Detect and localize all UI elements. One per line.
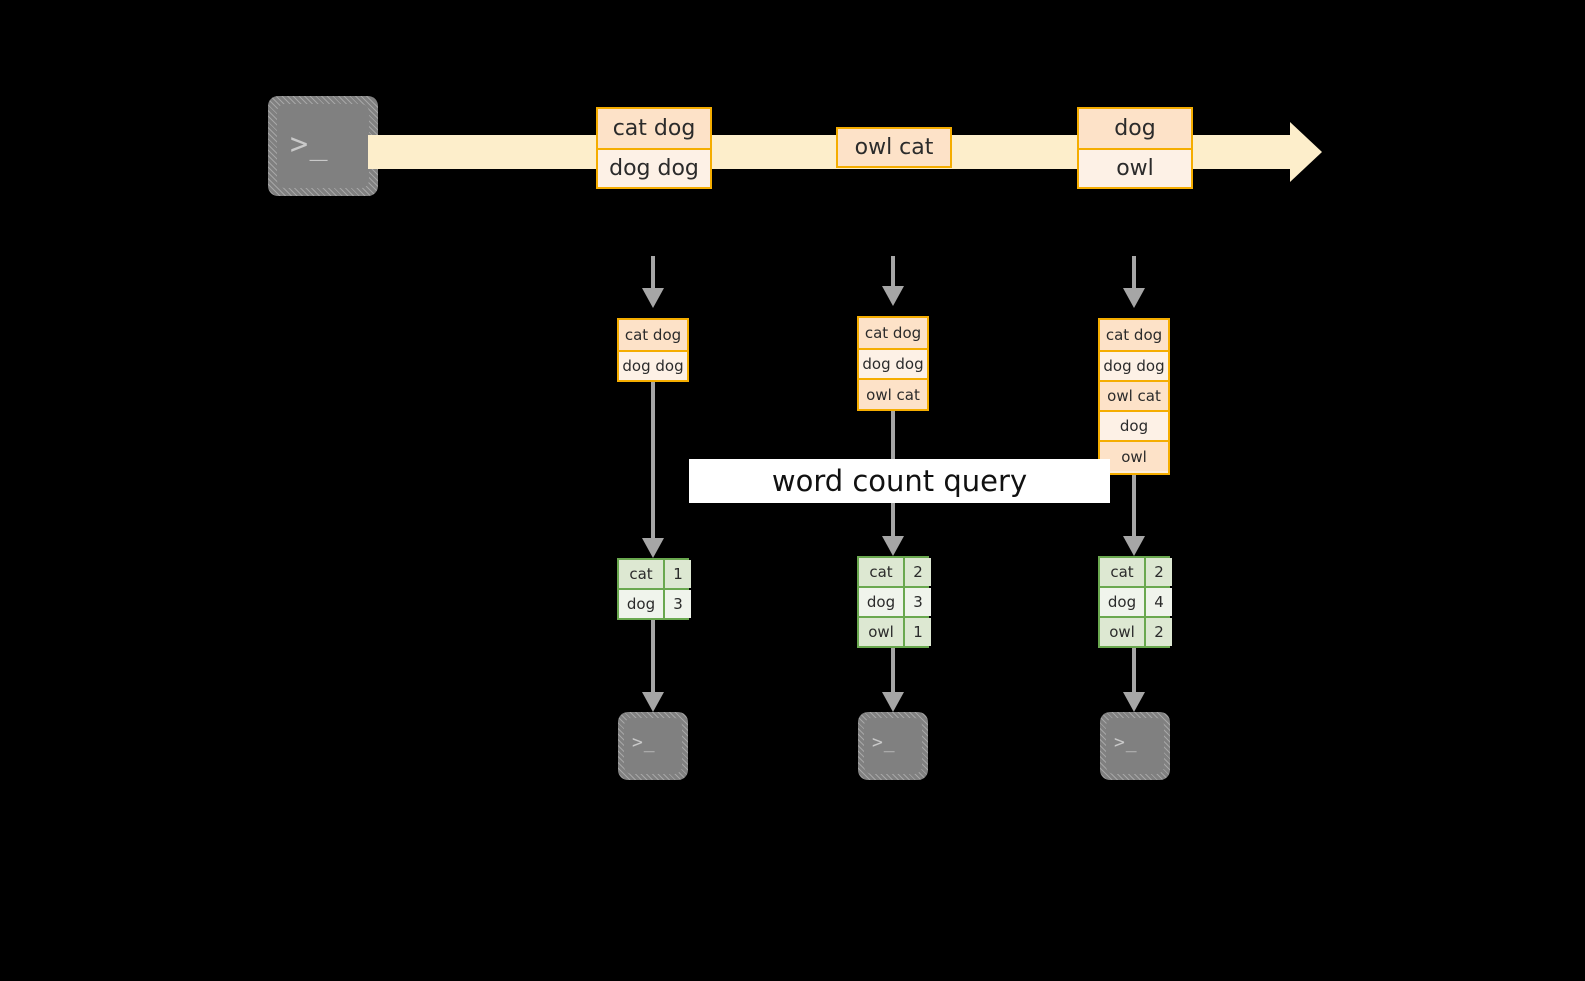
snapshot-3-sink-terminal-icon[interactable]: >_ <box>1100 712 1170 780</box>
snapshot-3-query-arrowhead <box>1123 536 1145 556</box>
snapshot-3-query-line <box>1132 475 1136 538</box>
table-row: owl 1 <box>859 616 931 646</box>
snapshot-3-record-3: owl cat <box>1100 380 1168 410</box>
snapshot-3-sink-terminal-screen <box>1106 718 1164 774</box>
table-row: dog 3 <box>619 588 691 618</box>
snapshot-1-records[interactable]: cat dog dog dog <box>617 318 689 382</box>
snapshot-3-count-key-3: owl <box>1100 618 1144 646</box>
snapshot-1-sink-arrowhead <box>642 692 664 712</box>
snapshot-1-counts[interactable]: cat 1 dog 3 <box>617 558 691 620</box>
source-terminal-prompt-glyph: >_ <box>290 127 330 162</box>
snapshot-2-counts[interactable]: cat 2 dog 3 owl 1 <box>857 556 931 648</box>
stream-event-1-line-2: dog dog <box>598 148 710 187</box>
snapshot-2-records[interactable]: cat dog dog dog owl cat <box>857 316 929 411</box>
snapshot-3-counts[interactable]: cat 2 dog 4 owl 2 <box>1098 556 1172 648</box>
stream-event-2-line-1: owl cat <box>838 129 950 166</box>
stream-event-3[interactable]: dog owl <box>1077 107 1193 189</box>
snapshot-1-sink-terminal-icon[interactable]: >_ <box>618 712 688 780</box>
snapshot-3-count-key-2: dog <box>1100 588 1144 616</box>
snapshot-2-count-key-3: owl <box>859 618 903 646</box>
source-terminal-icon[interactable]: >_ <box>268 96 378 196</box>
table-row: owl 2 <box>1100 616 1172 646</box>
source-terminal-screen <box>277 104 369 188</box>
table-row: cat 2 <box>1100 558 1172 586</box>
snapshot-3-record-1: cat dog <box>1100 320 1168 350</box>
snapshot-1-query-line <box>651 382 655 540</box>
snapshot-3-trigger-arrowhead <box>1123 288 1145 308</box>
stream-event-3-line-1: dog <box>1079 109 1191 148</box>
snapshot-2-trigger-arrowhead <box>882 286 904 306</box>
snapshot-2-sink-line <box>891 648 895 694</box>
snapshot-1-count-value-1: 1 <box>663 560 691 588</box>
table-row: cat 1 <box>619 560 691 588</box>
snapshot-2-sink-terminal-screen <box>864 718 922 774</box>
snapshot-1-count-key-1: cat <box>619 560 663 588</box>
snapshot-2-count-value-2: 3 <box>903 588 931 616</box>
snapshot-1-sink-terminal-prompt-glyph: >_ <box>632 732 656 753</box>
snapshot-2-sink-terminal-icon[interactable]: >_ <box>858 712 928 780</box>
snapshot-2-query-arrowhead <box>882 536 904 556</box>
table-row: cat 2 <box>859 558 931 586</box>
snapshot-2-count-value-1: 2 <box>903 558 931 586</box>
snapshot-2-count-key-1: cat <box>859 558 903 586</box>
stream-event-2[interactable]: owl cat <box>836 127 952 168</box>
stream-event-1[interactable]: cat dog dog dog <box>596 107 712 189</box>
snapshot-2-count-value-3: 1 <box>903 618 931 646</box>
snapshot-1-count-key-2: dog <box>619 590 663 618</box>
snapshot-3-count-value-1: 2 <box>1144 558 1172 586</box>
snapshot-2-record-2: dog dog <box>859 348 927 378</box>
snapshot-3-sink-terminal-prompt-glyph: >_ <box>1114 732 1138 753</box>
snapshot-2-sink-terminal-prompt-glyph: >_ <box>872 732 896 753</box>
stream-event-3-line-2: owl <box>1079 148 1191 187</box>
snapshot-2-trigger-line <box>891 256 895 288</box>
snapshot-1-count-value-2: 3 <box>663 590 691 618</box>
snapshot-3-count-key-1: cat <box>1100 558 1144 586</box>
snapshot-3-record-5: owl <box>1100 440 1168 471</box>
snapshot-1-trigger-arrowhead <box>642 288 664 308</box>
snapshot-1-sink-line <box>651 620 655 694</box>
snapshot-1-query-arrowhead <box>642 538 664 558</box>
snapshot-3-count-value-2: 4 <box>1144 588 1172 616</box>
stream-event-1-line-1: cat dog <box>598 109 710 148</box>
snapshot-3-records[interactable]: cat dog dog dog owl cat dog owl <box>1098 318 1170 475</box>
snapshot-2-record-1: cat dog <box>859 318 927 348</box>
snapshot-3-sink-arrowhead <box>1123 692 1145 712</box>
snapshot-1-record-1: cat dog <box>619 320 687 350</box>
snapshot-2-sink-arrowhead <box>882 692 904 712</box>
snapshot-1-trigger-line <box>651 256 655 290</box>
snapshot-3-count-value-3: 2 <box>1144 618 1172 646</box>
snapshot-3-trigger-line <box>1132 256 1136 290</box>
snapshot-2-record-3: owl cat <box>859 378 927 409</box>
table-row: dog 4 <box>1100 586 1172 616</box>
snapshot-3-record-2: dog dog <box>1100 350 1168 380</box>
snapshot-1-record-2: dog dog <box>619 350 687 380</box>
snapshot-3-record-4: dog <box>1100 410 1168 440</box>
snapshot-1-sink-terminal-screen <box>624 718 682 774</box>
word-count-query-label: word count query <box>689 459 1110 503</box>
event-stream-arrowhead <box>1290 122 1322 182</box>
snapshot-3-sink-line <box>1132 648 1136 694</box>
snapshot-2-count-key-2: dog <box>859 588 903 616</box>
table-row: dog 3 <box>859 586 931 616</box>
